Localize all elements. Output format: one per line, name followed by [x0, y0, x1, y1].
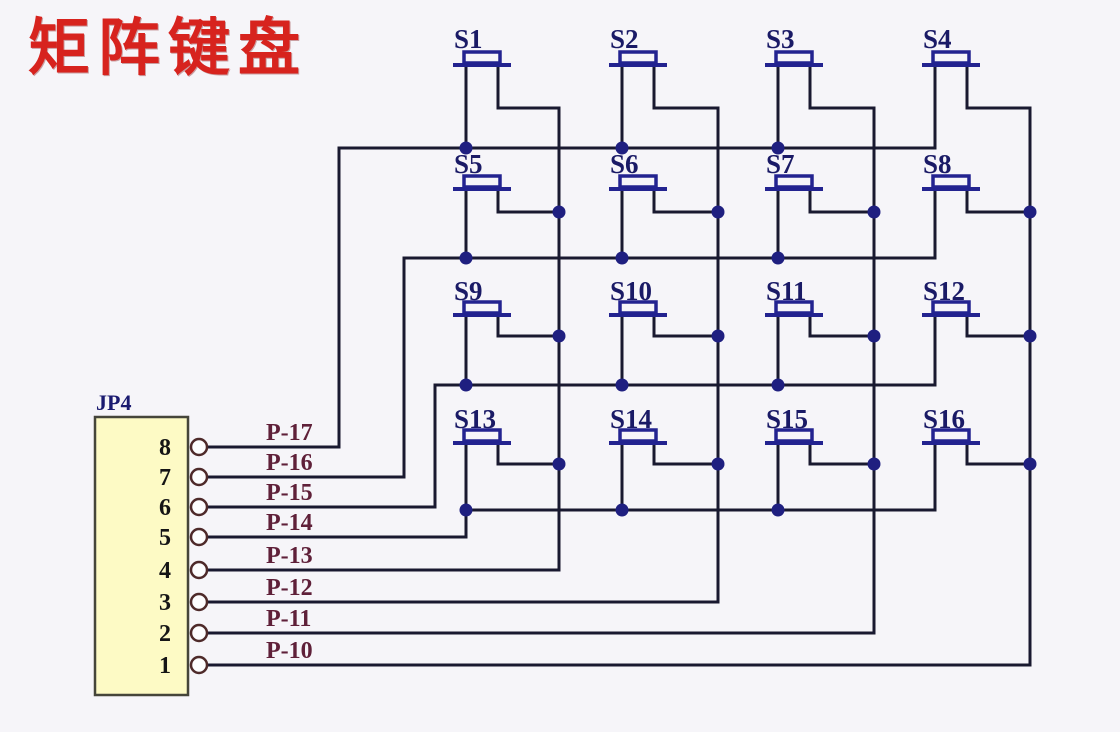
junction-dot: [771, 378, 785, 392]
switch-S9-cap: [462, 300, 502, 315]
switch-S7-cap: [774, 174, 814, 189]
connector-label: JP4: [96, 390, 131, 415]
junction-dot: [711, 457, 725, 471]
pin-number-8: 8: [159, 435, 171, 461]
pin-number-5: 5: [159, 525, 171, 551]
pin-number-4: 4: [159, 558, 171, 584]
pin-circle-5: [189, 527, 209, 547]
connector-box: [93, 415, 190, 697]
junction-dot: [711, 329, 725, 343]
switch-label-S16: S16: [923, 404, 965, 434]
pin-circle-8: [189, 437, 209, 457]
switch-S8-cap: [931, 174, 971, 189]
junction-dot: [552, 329, 566, 343]
junction-dot: [711, 205, 725, 219]
switch-label-S4: S4: [923, 24, 952, 54]
pin-number-7: 7: [159, 465, 171, 491]
junction-dot: [552, 457, 566, 471]
junction-dot: [615, 251, 629, 265]
pin-number-1: 1: [159, 653, 171, 679]
pin-circle-4: [189, 560, 209, 580]
switch-S1-cap: [462, 50, 502, 65]
switch-label-S7: S7: [766, 149, 795, 179]
junction-dot: [1023, 205, 1037, 219]
switch-label-S14: S14: [610, 404, 652, 434]
junction-dot: [867, 329, 881, 343]
switch-S15-cap: [774, 428, 814, 443]
junction-dot: [552, 205, 566, 219]
switch-S14-cap: [618, 428, 658, 443]
switch-S12-cap: [931, 300, 971, 315]
switch-label-S10: S10: [610, 276, 652, 306]
pin-circle-1: [189, 655, 209, 675]
wire-label-P-16: P-16: [266, 450, 313, 476]
junction-dot: [615, 141, 629, 155]
wire-label-P-15: P-15: [266, 480, 313, 506]
junction-dot: [615, 378, 629, 392]
wire-label-P-13: P-13: [266, 543, 313, 569]
switch-label-S2: S2: [610, 24, 639, 54]
switch-label-S15: S15: [766, 404, 808, 434]
switch-label-S6: S6: [610, 149, 639, 179]
pin-circle-7: [189, 467, 209, 487]
junction-dot: [459, 378, 473, 392]
switch-S3-cap: [774, 50, 814, 65]
switch-S5-cap: [462, 174, 502, 189]
junction-dot: [771, 503, 785, 517]
wire-label-P-17: P-17: [266, 420, 313, 446]
wire-label-P-12: P-12: [266, 575, 313, 601]
junction-dot: [771, 251, 785, 265]
switch-S13-cap: [462, 428, 502, 443]
switch-S4-cap: [931, 50, 971, 65]
junction-dot: [1023, 457, 1037, 471]
switch-label-S12: S12: [923, 276, 965, 306]
wire-label-P-11: P-11: [266, 606, 311, 632]
junction-dot: [867, 205, 881, 219]
pin-number-6: 6: [159, 495, 171, 521]
switch-label-S11: S11: [766, 276, 807, 306]
switch-S11-cap: [774, 300, 814, 315]
wire-label-P-14: P-14: [266, 510, 313, 536]
switch-S2-cap: [618, 50, 658, 65]
pin-number-3: 3: [159, 590, 171, 616]
switch-S6-cap: [618, 174, 658, 189]
switch-label-S1: S1: [454, 24, 483, 54]
switch-S16-cap: [931, 428, 971, 443]
schematic-title: 矩阵键盘: [28, 11, 309, 84]
pin-circle-6: [189, 497, 209, 517]
switch-label-S5: S5: [454, 149, 483, 179]
junction-dot: [459, 141, 473, 155]
junction-dot: [867, 457, 881, 471]
pin-number-2: 2: [159, 621, 171, 647]
junction-dot: [459, 251, 473, 265]
switch-label-S3: S3: [766, 24, 795, 54]
junction-dot: [771, 141, 785, 155]
wire-label-P-10: P-10: [266, 638, 313, 664]
pin-circle-2: [189, 623, 209, 643]
junction-dot: [615, 503, 629, 517]
switch-label-S9: S9: [454, 276, 483, 306]
switch-label-S8: S8: [923, 149, 952, 179]
junction-dot: [1023, 329, 1037, 343]
switch-S10-cap: [618, 300, 658, 315]
switch-label-S13: S13: [454, 404, 496, 434]
pin-circle-3: [189, 592, 209, 612]
junction-dot: [459, 503, 473, 517]
